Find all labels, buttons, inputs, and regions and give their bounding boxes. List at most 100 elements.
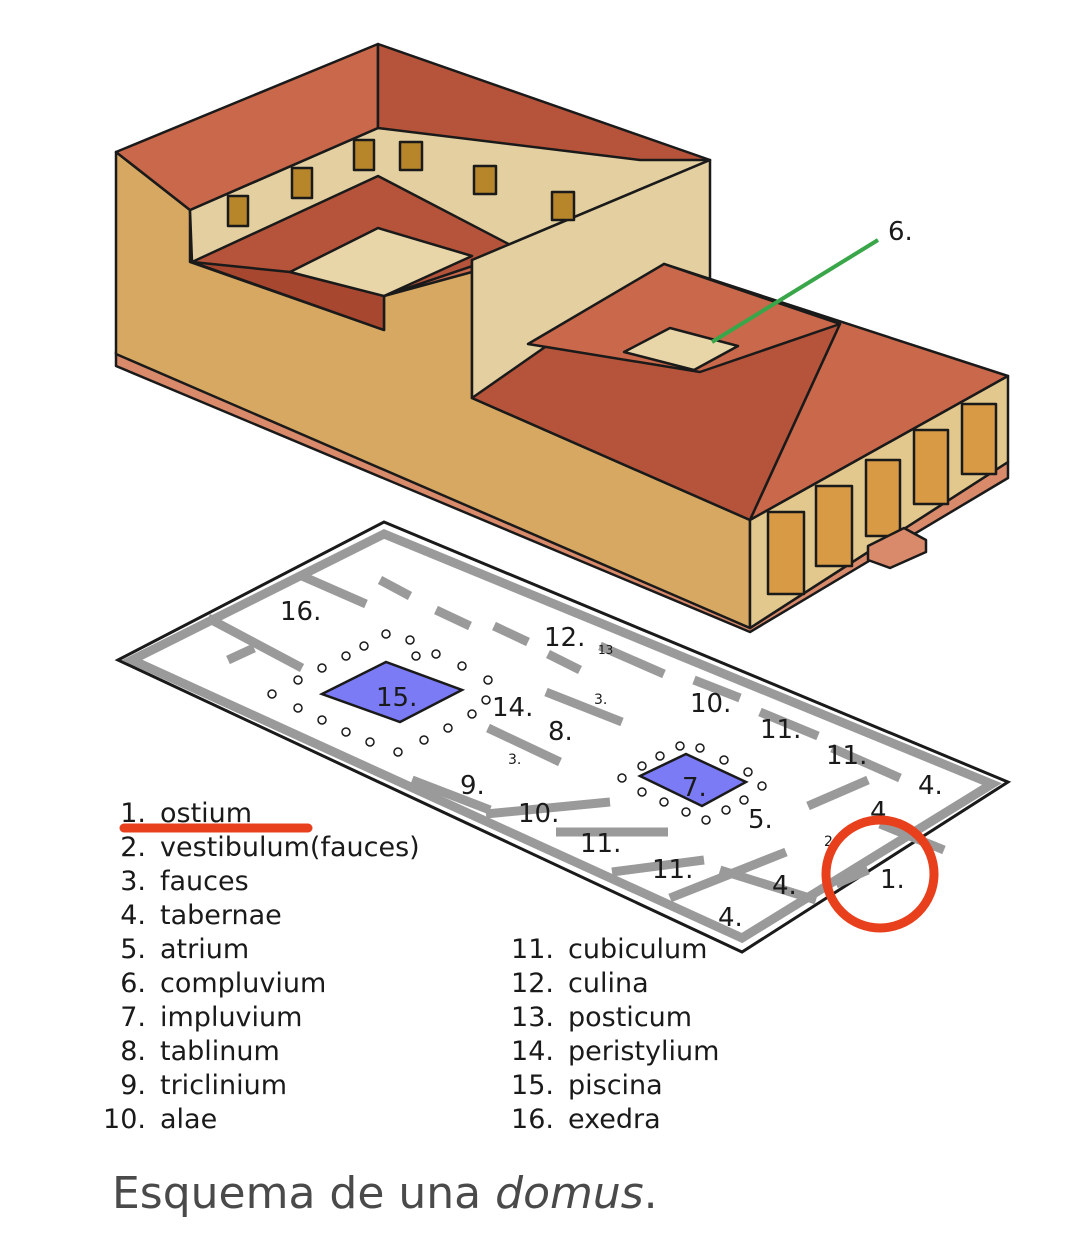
legend-term: atrium: [160, 934, 250, 965]
plan-label-11b: 11.: [826, 741, 867, 771]
plan-label-3a: 3.: [594, 692, 607, 708]
plan-label-11c: 11.: [580, 829, 621, 859]
legend-term: posticum: [568, 1002, 693, 1033]
compluvium-leader-line: [710, 238, 880, 344]
legend-item: 14. peristylium: [508, 1035, 719, 1069]
caption-emphasis: domus: [495, 1168, 644, 1219]
legend-item: 2. vestibulum(fauces): [100, 831, 420, 865]
plan-label-10b: 10.: [518, 799, 559, 829]
shop-door: [912, 428, 950, 506]
legend-term: cubiculum: [568, 934, 708, 965]
legend-item: 10. alae: [100, 1103, 420, 1137]
legend-number: 7.: [120, 1002, 146, 1033]
plan-label-5: 5.: [748, 805, 773, 835]
legend-item: 5. atrium: [100, 933, 420, 967]
plan-label-1: 1.: [880, 865, 905, 895]
legend-item: 7. impluvium: [100, 1001, 420, 1035]
window: [352, 138, 376, 172]
legend-number: 2.: [120, 832, 146, 863]
plan-label-8: 8.: [548, 717, 573, 747]
window: [472, 164, 498, 196]
legend-term: impluvium: [160, 1002, 303, 1033]
legend-number: 10.: [103, 1104, 146, 1135]
legend-term: tablinum: [160, 1036, 280, 1067]
legend-item: 6.compluvium: [100, 967, 420, 1001]
internal-walls: [205, 571, 946, 905]
legend-term: piscina: [568, 1070, 663, 1101]
legend-item: 15. piscina: [508, 1069, 719, 1103]
legend-term: peristylium: [568, 1036, 720, 1067]
atrium-column-dots: [617, 741, 767, 825]
legend-item: 8. tablinum: [100, 1035, 420, 1069]
legend-item: 1.ostium: [100, 797, 420, 831]
front-roof-top: [526, 262, 842, 374]
peristyle-columns: [288, 226, 474, 298]
caption: Esquema de una domus.: [112, 1168, 658, 1219]
legend-number: 15.: [511, 1070, 554, 1101]
legend-number: 9.: [120, 1070, 146, 1101]
plan-label-7: 7.: [682, 773, 707, 803]
plan-label-3b: 3.: [508, 752, 521, 768]
window: [290, 166, 314, 200]
floor-plan: 16. 15. 14. 13 12. 11. 11. 11. 11. 10. 1…: [114, 217, 1012, 954]
plan-label-11a: 11.: [760, 715, 801, 745]
legend-item: 9. triclinium: [100, 1069, 420, 1103]
legend-item: 3. fauces: [100, 865, 420, 899]
legend-item: 4. tabernae: [100, 899, 420, 933]
plan-label-11d: 11.: [652, 855, 693, 885]
legend-item: 11.cubiculum: [508, 933, 719, 967]
legend-item: 13. posticum: [508, 1001, 719, 1035]
legend-number: 4.: [120, 900, 146, 931]
legend-item: 16. exedra: [508, 1103, 719, 1137]
shop-door: [814, 484, 854, 568]
piscina-pool: [318, 660, 466, 724]
impluvium-pool: [637, 752, 749, 808]
entrance-steps: [866, 526, 928, 570]
legend-term: triclinium: [160, 1070, 288, 1101]
plan-label-4c: 4.: [772, 871, 797, 901]
peristyle-column-dots: [267, 629, 493, 757]
window: [550, 190, 576, 222]
legend-term: tabernae: [160, 900, 282, 931]
house-3d: [114, 42, 1010, 634]
plan-label-6: 6.: [888, 217, 913, 247]
plan-label-10a: 10.: [690, 689, 731, 719]
plan-label-15: 15.: [376, 683, 417, 713]
floor-plan-wall-band: [121, 529, 1002, 944]
legend-term: vestibulum(fauces): [160, 832, 420, 863]
legend-number: 8.: [120, 1036, 146, 1067]
plan-label-13: 13: [598, 643, 613, 657]
legend-number: 13.: [511, 1002, 554, 1033]
ostium-highlight-circle: [821, 815, 939, 933]
legend-term: compluvium: [160, 968, 327, 999]
plan-label-16: 16.: [280, 597, 321, 627]
plan-label-4a: 4.: [918, 771, 943, 801]
legend-number: 16.: [511, 1104, 554, 1135]
legend-term: exedra: [568, 1104, 661, 1135]
shop-door: [766, 510, 806, 596]
caption-suffix: .: [643, 1168, 658, 1219]
plan-label-12: 12.: [544, 623, 585, 653]
legend-number: 12.: [511, 968, 554, 999]
plan-label-9: 9.: [460, 771, 485, 801]
legend-number: 3.: [120, 866, 146, 897]
caption-prefix: Esquema de una: [112, 1168, 496, 1219]
legend-number: 5.: [120, 934, 146, 965]
legend-number: 14.: [511, 1036, 554, 1067]
legend-term: alae: [160, 1104, 218, 1135]
legend-term: ostium: [160, 798, 253, 829]
legend-term: culina: [568, 968, 649, 999]
shop-door: [960, 402, 998, 476]
window: [398, 140, 424, 172]
window: [226, 194, 250, 228]
legend-term: fauces: [160, 866, 249, 897]
legend-item: 12. culina: [508, 967, 719, 1001]
shop-door: [864, 458, 902, 538]
plan-label-14: 14.: [492, 693, 533, 723]
compluvium-opening: [622, 326, 740, 372]
plan-label-4d: 4.: [718, 903, 743, 933]
floor-plan-outline: [114, 520, 1012, 954]
